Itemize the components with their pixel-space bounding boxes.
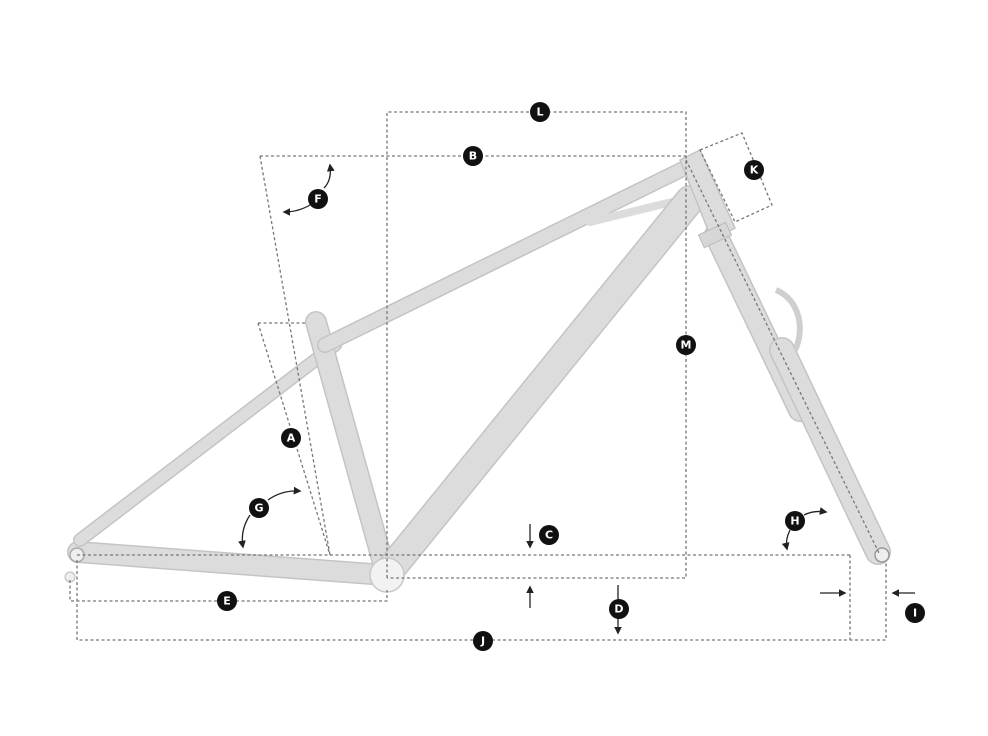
headset: [697, 221, 733, 249]
head-tube: [679, 148, 736, 242]
bike-frame: [64, 148, 891, 593]
front-axle: [874, 547, 890, 563]
label-I: I: [905, 603, 925, 623]
arrow-G-right: [267, 486, 302, 501]
arrow-G-down: [238, 514, 251, 549]
svg-text:I: I: [913, 607, 917, 620]
label-L: L: [530, 102, 550, 122]
label-J: J: [473, 631, 493, 651]
svg-text:A: A: [287, 432, 296, 445]
dim-line-M-head: [685, 159, 881, 556]
svg-text:F: F: [314, 193, 322, 206]
dim-line-L: [386, 111, 687, 579]
arrow-H-down: [781, 529, 791, 551]
gusset: [586, 196, 684, 226]
label-D: D: [609, 599, 629, 619]
svg-text:E: E: [223, 595, 231, 608]
label-badges: L B K F M A G C H D E I J: [217, 102, 925, 651]
label-A: A: [281, 428, 301, 448]
label-K: K: [744, 160, 764, 180]
svg-text:G: G: [254, 502, 263, 515]
svg-text:L: L: [536, 106, 543, 119]
svg-text:H: H: [790, 515, 799, 528]
dim-line-E: [69, 580, 388, 602]
arrow-F-up: [323, 163, 335, 189]
label-E: E: [217, 591, 237, 611]
svg-text:D: D: [614, 603, 623, 616]
label-G: G: [249, 498, 269, 518]
svg-text:K: K: [750, 164, 759, 177]
dim-line-seat-angle: [259, 155, 331, 556]
arrow-H-right: [803, 507, 828, 516]
label-H: H: [785, 511, 805, 531]
arrow-F: [282, 204, 311, 216]
label-C: C: [539, 525, 559, 545]
svg-text:J: J: [480, 635, 485, 648]
label-M: M: [676, 335, 696, 355]
dim-box-K: [699, 132, 773, 223]
label-B: B: [463, 146, 483, 166]
svg-text:M: M: [681, 339, 692, 352]
svg-text:C: C: [545, 529, 553, 542]
brake-hose: [774, 287, 803, 352]
label-F: F: [308, 189, 328, 209]
svg-text:B: B: [469, 150, 477, 163]
